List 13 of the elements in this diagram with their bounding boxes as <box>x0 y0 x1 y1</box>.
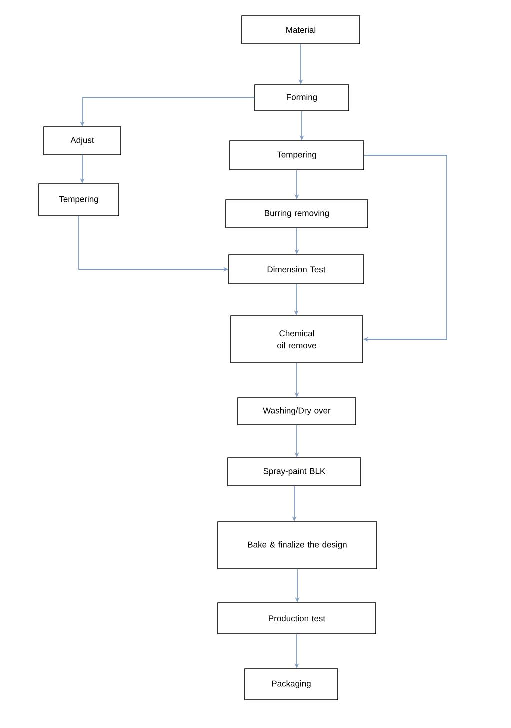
process-box: Material <box>242 16 360 44</box>
process-box: Dimension Test <box>228 254 364 284</box>
process-box: Adjust <box>44 126 122 156</box>
process-box: Washing/Dry over <box>238 398 356 426</box>
process-box: Production test <box>218 602 376 634</box>
process-box: Tempering <box>38 184 120 216</box>
process-box: Spray-paint BLK <box>228 458 362 486</box>
process-box: Tempering <box>230 140 364 170</box>
process-box: Forming <box>254 84 350 112</box>
process-box: Chemical oil remove <box>230 316 364 364</box>
process-box: Packaging <box>244 668 338 700</box>
process-box: Bake & finalize the design <box>218 522 378 570</box>
process-box: Burring removing <box>226 200 368 228</box>
